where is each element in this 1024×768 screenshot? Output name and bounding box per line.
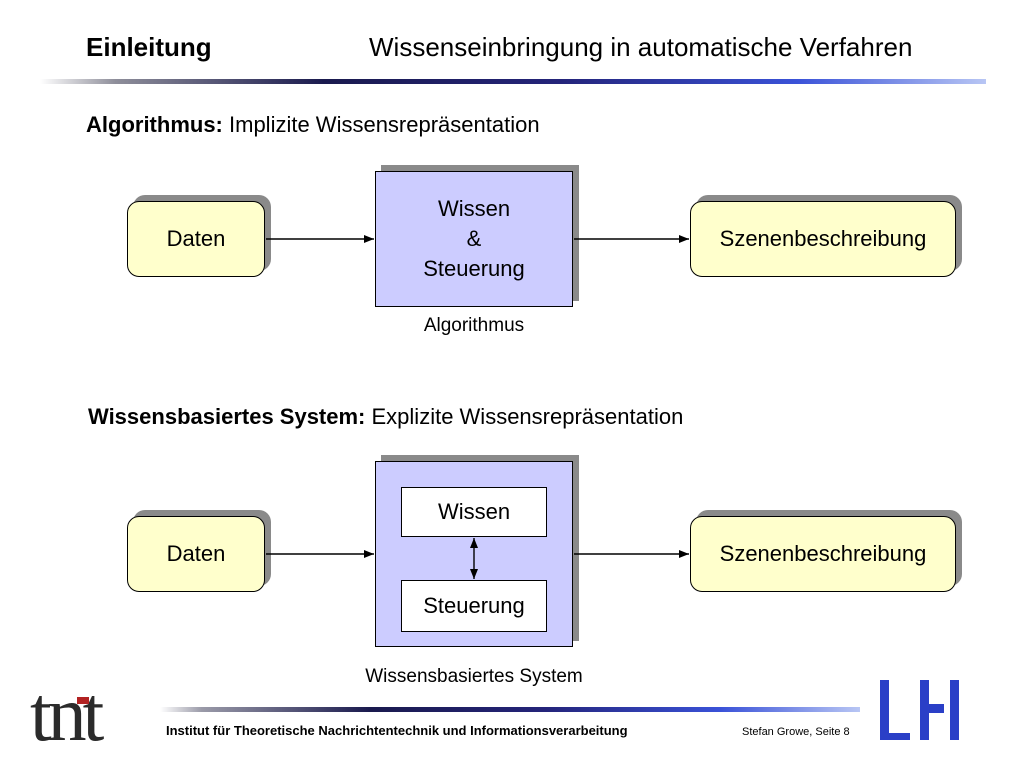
input-box-data-2-label: Daten <box>166 541 226 566</box>
core-line-control: Steuerung <box>423 256 525 281</box>
algorithm-heading-bold: Algorithmus: <box>86 112 223 137</box>
author-page: Stefan Growe, Seite 8 <box>742 726 850 738</box>
header-divider <box>40 79 986 84</box>
algorithm-caption: Algorithmus <box>423 315 525 336</box>
section-title: Einleitung <box>86 32 212 62</box>
knowledge-box: Wissen <box>401 487 547 537</box>
algorithm-heading: Algorithmus: Implizite Wissensrepräsenta… <box>86 112 540 138</box>
output-box-scene: Szenenbeschreibung <box>690 201 956 277</box>
knowledge-system-caption: Wissensbasiertes System <box>365 666 583 687</box>
tnt-logo: tnt <box>30 672 109 752</box>
knowledge-box-label: Wissen <box>437 499 511 524</box>
input-box-data: Daten <box>127 201 265 277</box>
output-box-scene-2-label: Szenenbeschreibung <box>719 541 927 566</box>
input-box-data-2: Daten <box>127 516 265 592</box>
tnt-logo-red-accent <box>77 697 89 704</box>
core-line-knowledge: Wissen <box>437 196 511 221</box>
slide-title: Wissenseinbringung in automatische Verfa… <box>369 32 913 62</box>
output-box-scene-label: Szenenbeschreibung <box>719 226 927 251</box>
footer-divider <box>160 707 860 712</box>
output-box-scene-2: Szenenbeschreibung <box>690 516 956 592</box>
core-line-ampersand: & <box>466 226 482 251</box>
algorithm-core-box: Wissen & Steuerung <box>375 171 573 307</box>
control-box: Steuerung <box>401 580 547 632</box>
knowledge-system-heading-bold: Wissensbasiertes System: <box>88 404 366 429</box>
input-box-data-label: Daten <box>166 226 226 251</box>
institute-name: Institut für Theoretische Nachrichtentec… <box>166 723 628 738</box>
tnt-logo-text: tnt <box>30 672 105 752</box>
algorithm-heading-text: Implizite Wissensrepräsentation <box>222 112 540 137</box>
lfi-logo <box>880 680 959 740</box>
knowledge-system-heading: Wissensbasiertes System: Explizite Wisse… <box>88 404 683 430</box>
knowledge-system-heading-text: Explizite Wissensrepräsentation <box>365 404 684 429</box>
control-box-label: Steuerung <box>423 593 525 618</box>
